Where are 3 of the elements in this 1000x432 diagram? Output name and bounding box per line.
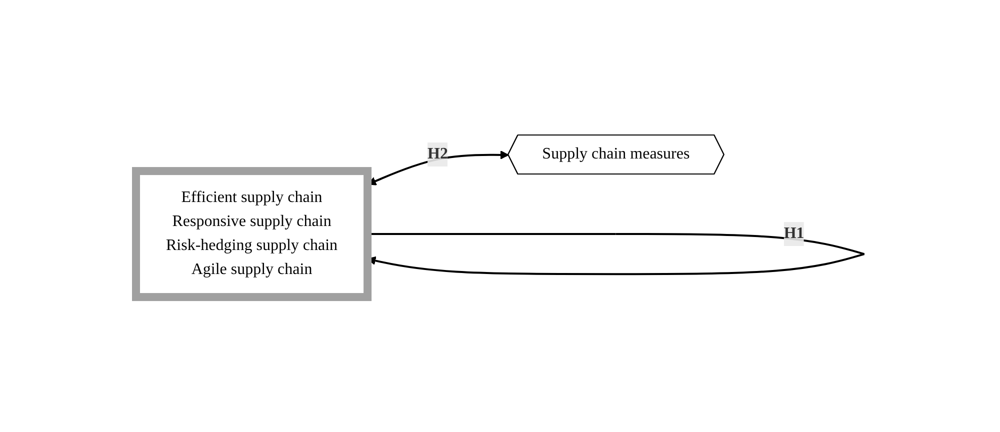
edge-label: H1: [784, 225, 804, 242]
edge-label: H2: [427, 145, 448, 162]
node-box: Efficient supply chain Responsive supply chain Risk-hedging supply chain Agile supply chain: [132, 167, 372, 302]
